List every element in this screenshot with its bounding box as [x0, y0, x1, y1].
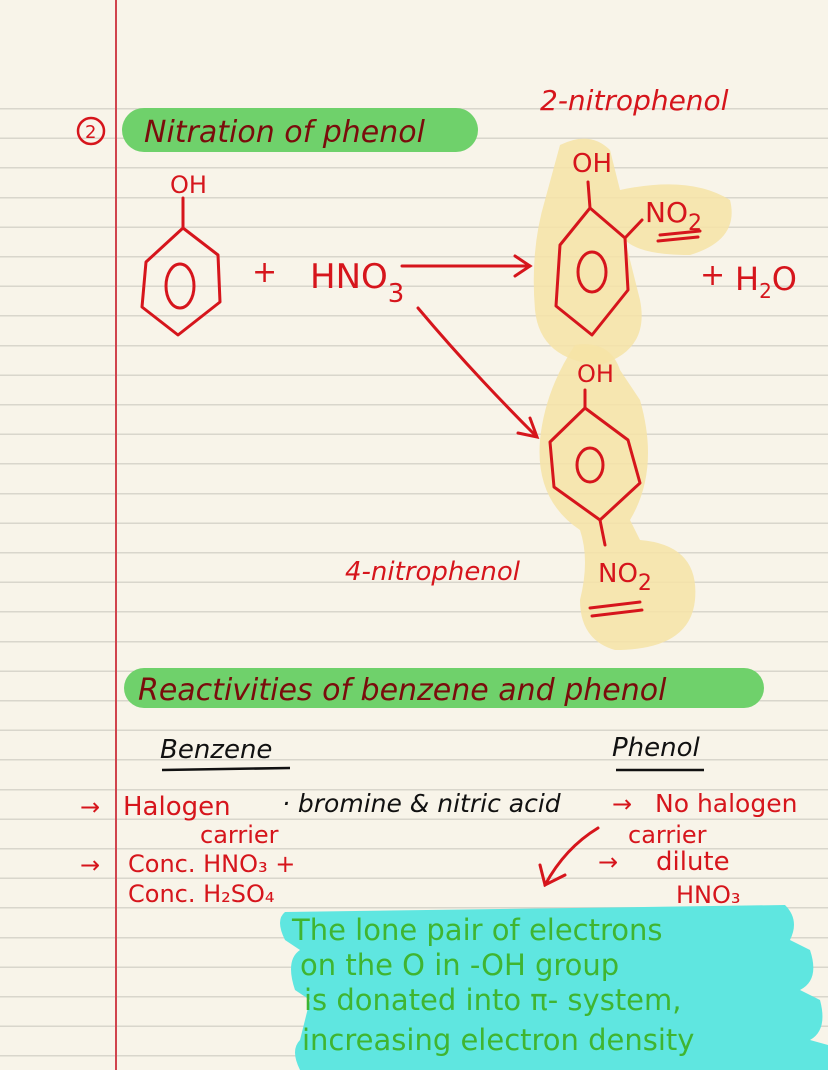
phenol-point-1-cont: carrier	[628, 821, 707, 849]
margin-line	[115, 0, 117, 1070]
reagent-note: · bromine & nitric acid	[282, 789, 561, 818]
product2-highlight	[539, 344, 696, 650]
product2-ring-icon	[548, 388, 644, 618]
phenol-point-2: dilute	[656, 847, 730, 877]
benzene-point-2: Conc. HNO₃ +	[128, 850, 295, 878]
product1-oh-label: OH	[572, 149, 612, 179]
product2-no2-label: NO2	[598, 559, 652, 596]
heading2-highlight	[124, 668, 764, 708]
benzene-point-1-arrow: →	[80, 793, 100, 821]
benzene-point-1: Halogen	[123, 792, 231, 822]
phenol-point-1: No halogen	[655, 789, 797, 818]
phenol-point-1-arrow: →	[612, 790, 632, 818]
section-number: 2	[85, 122, 96, 143]
product2-label: 4-nitrophenol	[345, 557, 521, 587]
reactant-oh-label: OH	[170, 171, 207, 199]
col-phenol-heading: Phenol	[612, 733, 701, 763]
explanation-line-1: The lone pair of electrons	[291, 913, 663, 947]
product1-label: 2-nitrophenol	[540, 84, 729, 117]
heading-highlight	[122, 108, 478, 152]
product1-ring-icon	[554, 180, 702, 337]
phenol-point-2-arrow: →	[598, 848, 618, 876]
byproduct-water: H2O	[735, 260, 797, 303]
explanation-highlight	[280, 905, 828, 1070]
product2-oh-label: OH	[577, 360, 614, 388]
benzene-point-2-arrow: →	[80, 851, 100, 879]
phenol-point-2-cont: HNO₃	[676, 881, 741, 909]
section2-heading: Reactivities of benzene and phenol	[138, 673, 667, 708]
benzene-point-1-cont: carrier	[200, 821, 279, 849]
reagent-hno3: HNO3	[310, 257, 404, 309]
reaction-arrow-icon	[400, 254, 533, 278]
phenol-ring-icon	[140, 196, 222, 337]
product1-highlight	[533, 138, 732, 365]
reaction-arrow-down-icon	[416, 306, 540, 440]
explanation-line-2: on the O in -OH group	[300, 948, 619, 982]
product1-no2-label: NO2	[645, 196, 702, 236]
col-benzene-heading: Benzene	[160, 735, 272, 765]
explanation-line-3: is donated into π- system,	[304, 983, 682, 1017]
col-benzene-underline	[161, 766, 291, 772]
benzene-point-2-cont: Conc. H₂SO₄	[128, 880, 275, 908]
section-heading: Nitration of phenol	[144, 115, 426, 150]
curved-arrow-icon	[538, 826, 600, 888]
plus-sign-1: +	[252, 255, 277, 290]
explanation-line-4: increasing electron density	[302, 1023, 694, 1057]
plus-sign-2: +	[700, 258, 725, 293]
section-number-circle	[76, 116, 106, 146]
